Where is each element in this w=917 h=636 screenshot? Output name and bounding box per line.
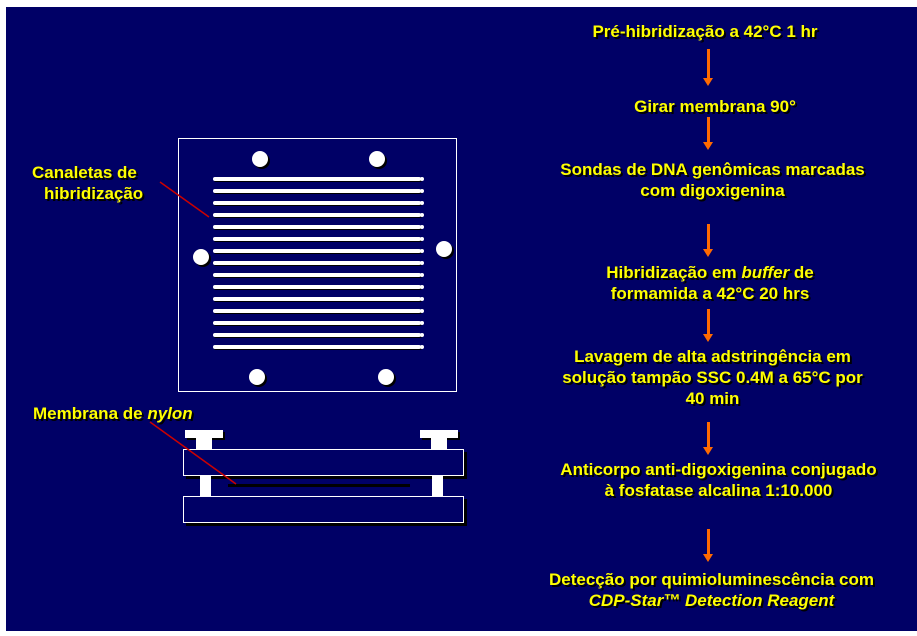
label-nylon-membrane: Membrana de nylon [33,403,193,424]
step-text: de [789,263,814,282]
flow-arrow-6 [703,529,713,562]
step-text: Girar membrana 90° [634,97,796,116]
clamp-top-plate [183,449,464,476]
label-hybridization-channels: Canaletas de hibridização [32,162,143,204]
step-text: formamida a 42°C 20 hrs [610,284,810,303]
label-text: hibridização [44,184,144,203]
nylon-membrane-sheet [228,484,410,487]
step-text: Pré-hibridização a 42°C 1 hr [592,22,818,41]
label-text: Canaletas de [32,163,137,182]
slide-background [6,7,917,631]
step-detection: Detecção por quimioluminescência com CDP… [506,569,917,611]
channel-slot [213,225,424,229]
plate-hole-bottom-right [378,369,394,385]
step-text-italic: CDP-Star™ Detection Reagent [588,591,835,610]
step-text-italic: buffer [741,263,790,282]
clamp-screw-right-cap [420,430,458,438]
hybridization-plate [178,138,457,392]
channel-slot [213,321,424,325]
channel-slot [213,201,424,205]
step-line: Hibridização em buffer de [560,262,860,283]
plate-hole-top-left [252,151,268,167]
step-text: Hibridização em [606,263,742,282]
channel-slot [213,345,424,349]
step-text: Lavagem de alta adstringência em [574,347,851,366]
label-text-italic: nylon [147,404,193,423]
channel-slot [213,333,424,337]
channel-slot [213,309,424,313]
flow-arrow-5 [703,422,713,455]
flow-arrow-3 [703,224,713,257]
clamp-post-left [200,476,211,498]
channel-slot [213,297,424,301]
step-text: com digoxigenina [640,181,785,200]
step-text: Detecção por quimioluminescência com [549,570,874,589]
flow-arrow-1 [703,49,713,86]
channel-slot [213,285,424,289]
channel-slot [213,261,424,265]
step-text: solução tampão SSC 0.4M a 65°C por [562,368,863,387]
plate-hole-left [193,249,209,265]
step-antibody: Anticorpo anti-digoxigenina conjugado à … [520,459,917,501]
clamp-screw-left-cap [185,430,223,438]
plate-hole-top-right [369,151,385,167]
flow-arrow-4 [703,309,713,342]
step-stringency-wash: Lavagem de alta adstringência em solução… [510,346,915,409]
flow-arrow-2 [703,117,713,150]
step-hybridization: Hibridização em buffer de formamida a 42… [560,262,860,304]
plate-hole-right [436,241,452,257]
label-text: Membrana de [33,404,148,423]
step-text: à fosfatase alcalina 1:10.000 [604,481,833,500]
channel-slot [213,249,424,253]
step-dna-probes: Sondas de DNA genômicas marcadas com dig… [510,159,915,201]
step-prehybridization: Pré-hibridização a 42°C 1 hr [560,21,850,42]
step-rotate-membrane: Girar membrana 90° [600,96,830,117]
channel-slot [213,237,424,241]
step-text: Anticorpo anti-digoxigenina conjugado [560,460,877,479]
channel-slot [213,189,424,193]
clamp-bottom-plate [183,496,464,523]
clamp-screw-right-neck [431,438,447,450]
step-text: 40 min [685,389,740,408]
channel-slot [213,177,424,181]
channel-slot [213,273,424,277]
channel-slot [213,213,424,217]
step-text: Sondas de DNA genômicas marcadas [560,160,865,179]
clamp-post-right [432,476,443,498]
plate-hole-bottom-left [249,369,265,385]
